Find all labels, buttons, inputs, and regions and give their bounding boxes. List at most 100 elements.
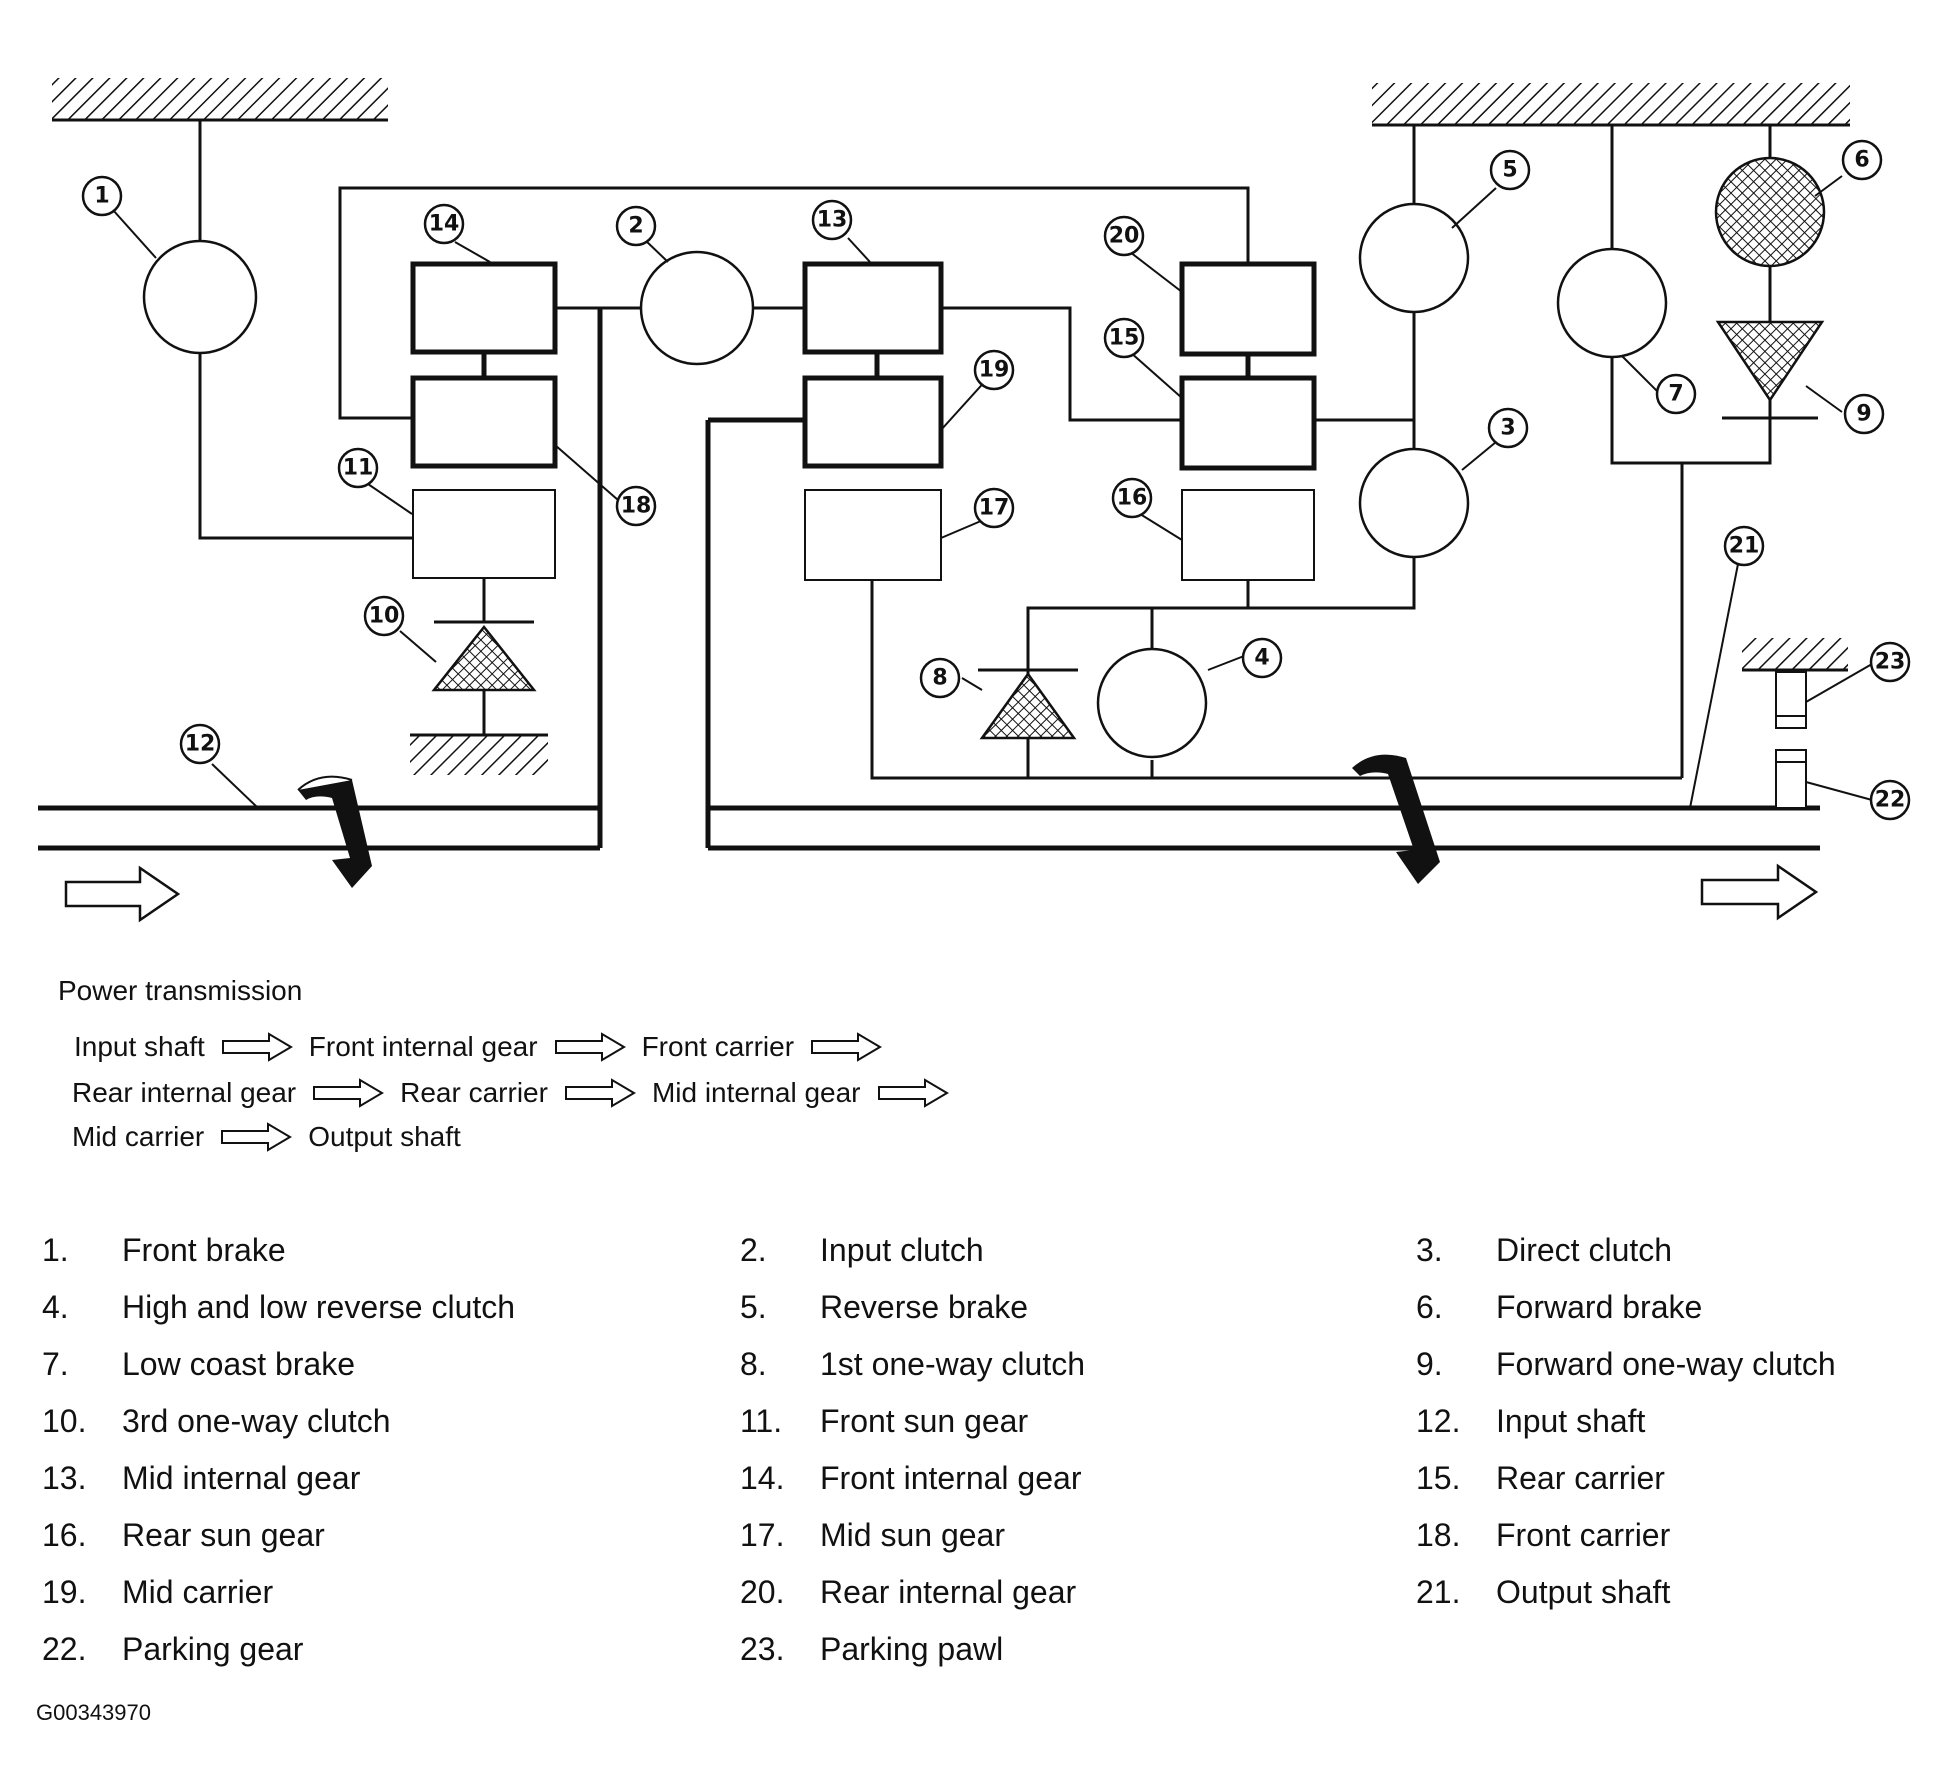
reverse-brake-element — [1358, 202, 1470, 314]
legend-label: Front carrier — [1496, 1517, 1671, 1553]
callout-17: 17 — [973, 487, 1015, 529]
legend-number: 7. — [42, 1346, 69, 1382]
legend-number: 12. — [1416, 1403, 1461, 1439]
legend-number: 17. — [740, 1517, 785, 1553]
flow-step: Mid internal gear — [651, 1077, 861, 1108]
legend-label: Rear carrier — [1496, 1460, 1665, 1496]
callout-7: 7 — [1655, 373, 1697, 415]
input-shaft-line — [38, 805, 600, 851]
legend-number: 19. — [42, 1574, 87, 1610]
flow-step: Front internal gear — [308, 1031, 538, 1062]
flow-arrow-icon — [877, 1078, 949, 1108]
legend-label: Reverse brake — [820, 1289, 1029, 1325]
rear-internal-gear-box — [1179, 261, 1317, 357]
figure-code: G00343970 — [36, 1700, 151, 1725]
legend-number: 6. — [1416, 1289, 1443, 1325]
legend-label: Front brake — [122, 1232, 286, 1268]
callout-14: 14 — [423, 203, 465, 245]
svg-text:5: 5 — [1502, 158, 1517, 183]
svg-text:13: 13 — [817, 208, 848, 233]
flow-step: Rear internal gear — [72, 1077, 297, 1108]
legend-label: Direct clutch — [1496, 1232, 1673, 1268]
flow-step: Front carrier — [641, 1031, 795, 1062]
callout-6: 6 — [1841, 139, 1883, 181]
svg-text:9: 9 — [1856, 402, 1871, 427]
svg-text:16: 16 — [1117, 486, 1148, 511]
legend-label: Forward brake — [1496, 1289, 1703, 1325]
legend-number: 4. — [42, 1289, 69, 1325]
high-low-reverse-clutch-element — [1096, 647, 1208, 759]
legend-number: 15. — [1416, 1460, 1461, 1496]
legend-label: 1st one-way clutch — [820, 1346, 1086, 1382]
legend-label: Mid internal gear — [122, 1460, 361, 1496]
callout-2: 2 — [615, 205, 657, 247]
legend-label: Parking pawl — [820, 1631, 1004, 1667]
transmission-schematic: 1 2 3 4 5 6 7 8 9 10 11 12 13 14 15 16 1… — [38, 78, 1911, 923]
legend-label: Low coast brake — [122, 1346, 356, 1382]
front-brake-element — [142, 239, 258, 355]
front-carrier-box — [410, 375, 558, 469]
callout-10: 10 — [363, 595, 405, 637]
flow-step: Output shaft — [308, 1121, 461, 1152]
svg-text:15: 15 — [1109, 326, 1140, 351]
output-shaft-line — [708, 805, 1820, 851]
flow-step: Rear carrier — [400, 1077, 548, 1108]
callout-1: 1 — [81, 175, 123, 217]
flow-line: Input shaft Front internal gear Front carr… — [74, 1031, 898, 1063]
callout-22: 22 — [1869, 779, 1911, 821]
flow-arrow-icon — [811, 1032, 882, 1062]
legend-number: 22. — [42, 1631, 87, 1667]
output-direction-arrow — [1700, 863, 1819, 921]
legend-label: Output shaft — [1496, 1574, 1671, 1610]
flow-line: Rear internal gear Rear carrier Mid intern… — [72, 1077, 965, 1109]
flow-arrow-icon — [221, 1032, 293, 1062]
flow-arrow-icon — [313, 1078, 385, 1108]
callout-4: 4 — [1241, 637, 1283, 679]
flow-step: Input shaft — [74, 1031, 205, 1062]
low-coast-brake-element — [1556, 247, 1668, 359]
legend-number: 5. — [740, 1289, 767, 1325]
callout-23: 23 — [1869, 641, 1911, 683]
svg-text:1: 1 — [94, 184, 109, 209]
case-ground-lower — [410, 733, 548, 775]
legend-label: 3rd one-way clutch — [122, 1403, 391, 1439]
rear-sun-gear-box — [1181, 489, 1315, 581]
callout-9: 9 — [1843, 393, 1885, 435]
legend-label: Front sun gear — [820, 1403, 1029, 1439]
input-rotation-arrow — [297, 775, 372, 888]
legend-number: 11. — [740, 1403, 783, 1439]
svg-text:21: 21 — [1729, 534, 1760, 559]
svg-text:6: 6 — [1854, 148, 1869, 173]
legend-label: High and low reverse clutch — [122, 1289, 516, 1325]
legend-number: 16. — [42, 1517, 87, 1553]
svg-text:17: 17 — [979, 496, 1010, 521]
legend-number: 1. — [42, 1232, 69, 1268]
legend-label: Parking gear — [122, 1631, 304, 1667]
svg-text:19: 19 — [979, 358, 1010, 383]
forward-one-way-clutch-element — [1715, 320, 1825, 403]
legend-label: Rear sun gear — [122, 1517, 325, 1553]
mid-sun-gear-box — [804, 489, 942, 581]
callout-3: 3 — [1487, 407, 1529, 449]
svg-text:11: 11 — [343, 456, 374, 481]
flow-title: Power transmission — [58, 975, 303, 1006]
svg-text:7: 7 — [1668, 382, 1683, 407]
legend-number: 8. — [740, 1346, 767, 1382]
callout-15: 15 — [1103, 317, 1145, 359]
3rd-one-way-clutch-element — [431, 624, 537, 692]
legend-label: Forward one-way clutch — [1496, 1346, 1836, 1382]
callout-8: 8 — [919, 657, 961, 699]
leader-lines — [112, 175, 1873, 809]
input-direction-arrow — [64, 865, 181, 923]
mid-internal-gear-box — [802, 261, 944, 355]
callout-11: 11 — [337, 447, 379, 489]
flow-arrow-icon — [221, 1122, 293, 1152]
parking-pawl-element — [1775, 671, 1807, 729]
callout-18: 18 — [615, 485, 657, 527]
legend-number: 20. — [740, 1574, 785, 1610]
legend-label: Mid sun gear — [820, 1517, 1005, 1553]
input-clutch-element — [639, 250, 755, 366]
legend-number: 2. — [740, 1232, 767, 1268]
callout-12: 12 — [179, 723, 221, 765]
